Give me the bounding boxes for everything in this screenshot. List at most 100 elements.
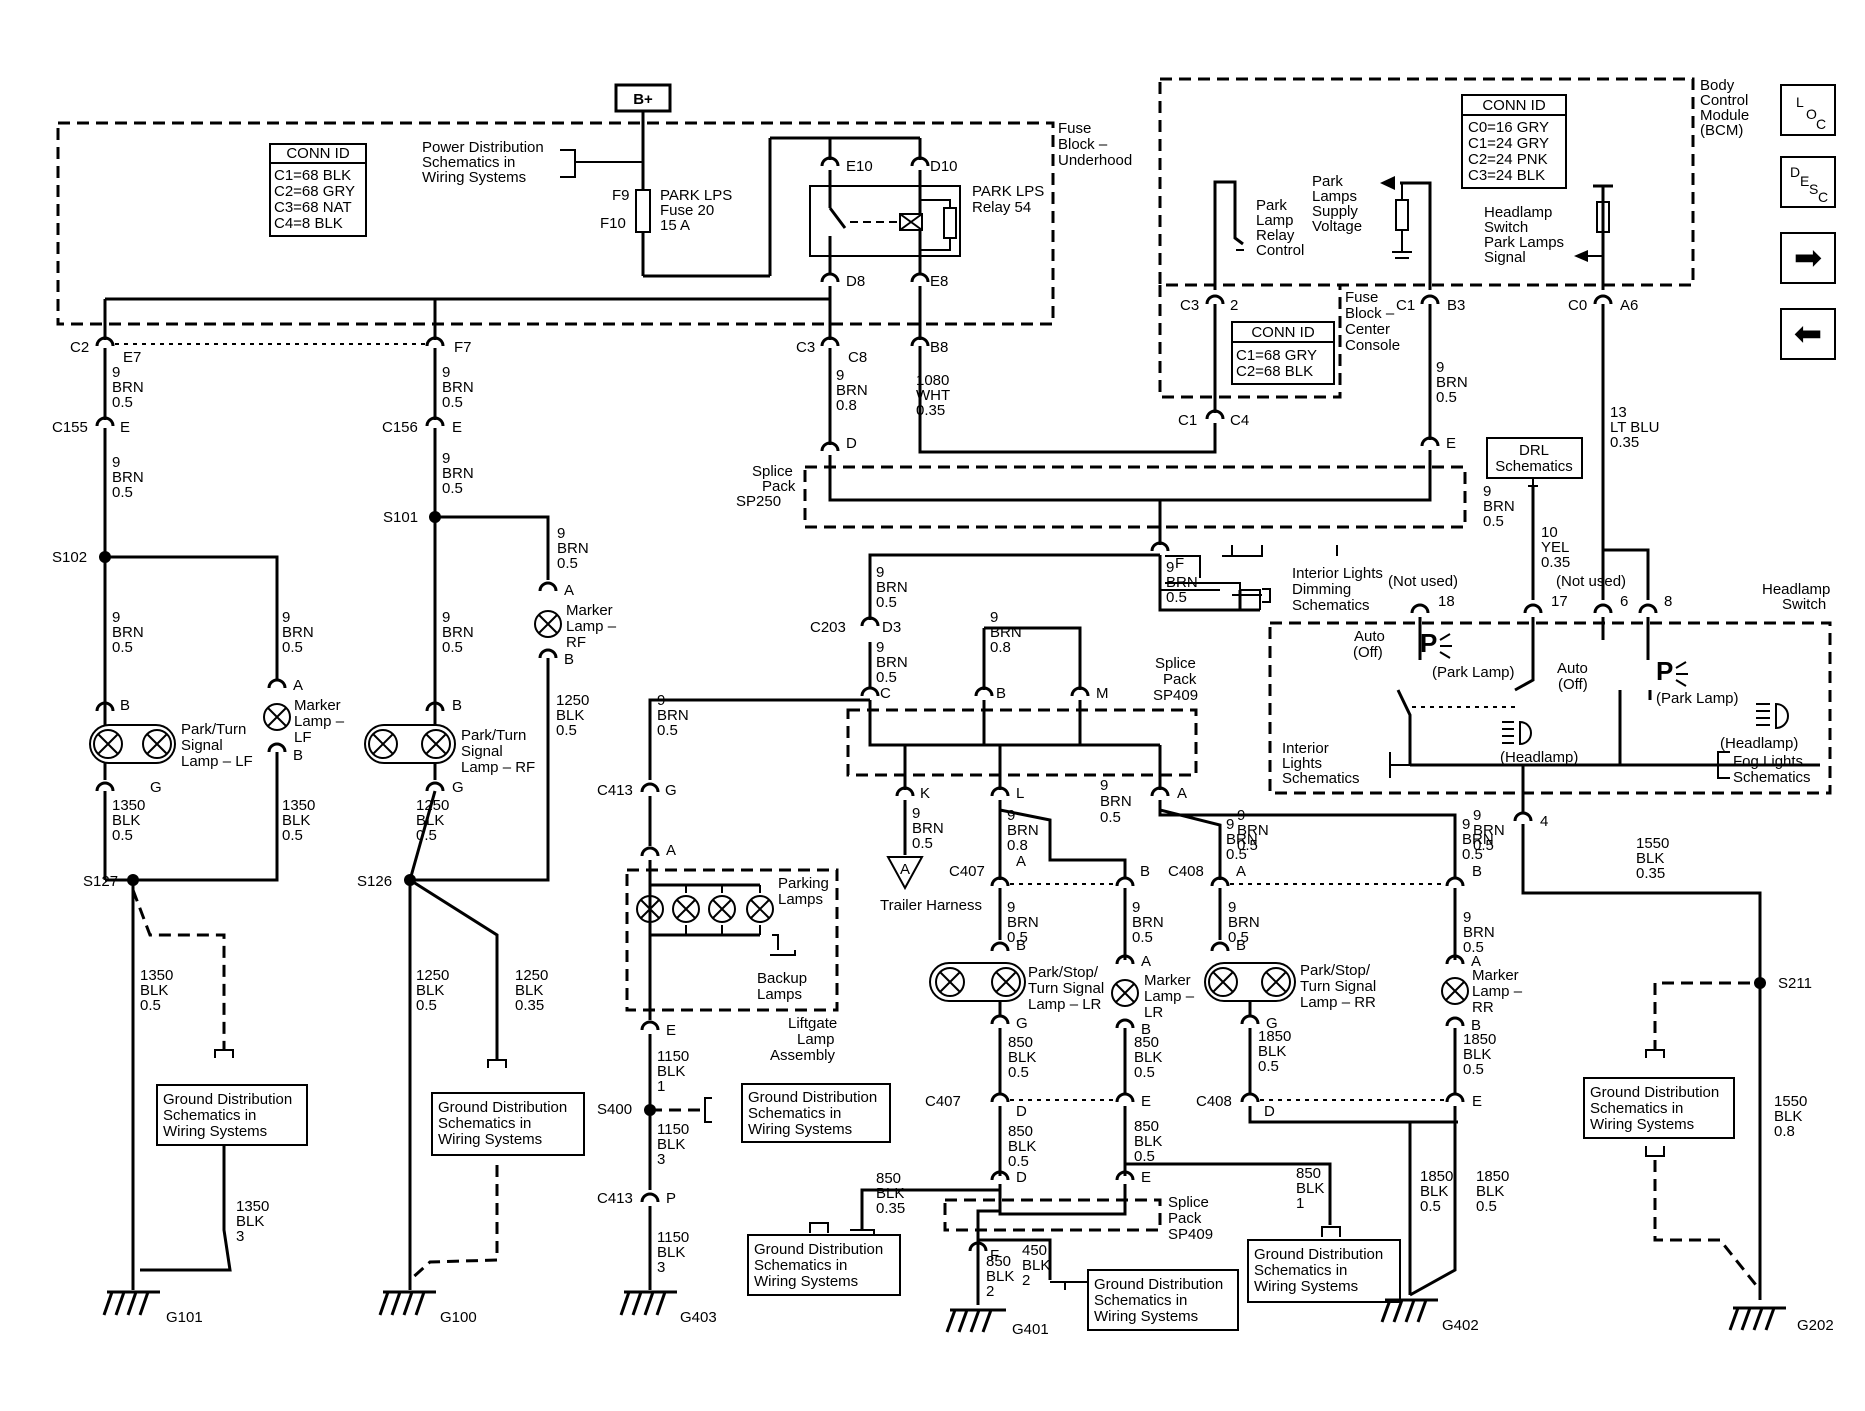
svg-text:Wiring Systems: Wiring Systems	[1254, 1278, 1358, 1295]
svg-text:Wiring Systems: Wiring Systems	[438, 1131, 542, 1148]
svg-text:0.5: 0.5	[112, 484, 133, 501]
splice-pack-sp409-upper	[846, 708, 1198, 777]
wire-label: 1850 BLK 0.5	[1476, 1168, 1509, 1215]
svg-text:1: 1	[657, 1078, 665, 1095]
pin-b-c407: B	[1140, 863, 1150, 880]
pin-a-marker-lf: A	[293, 677, 303, 694]
svg-text:Marker: Marker	[294, 697, 341, 714]
svg-text:BRN: BRN	[1226, 831, 1258, 848]
svg-text:1250: 1250	[416, 967, 449, 984]
desc-button[interactable]: D E S C	[1780, 156, 1836, 208]
pin-b-marker-lf: B	[293, 747, 303, 764]
svg-text:Lamp –: Lamp –	[1144, 988, 1195, 1005]
wire-label: 9 BRN 0.5	[1228, 899, 1260, 946]
svg-text:Marker: Marker	[566, 602, 613, 619]
svg-text:0.5: 0.5	[112, 639, 133, 656]
svg-text:LT BLU: LT BLU	[1610, 419, 1659, 436]
not-used-1: (Not used)	[1388, 573, 1458, 590]
svg-text:850: 850	[1134, 1118, 1159, 1135]
svg-text:Park/Stop/: Park/Stop/	[1028, 964, 1099, 981]
svg-text:G401: G401	[1012, 1321, 1049, 1338]
svg-text:Splice: Splice	[1168, 1194, 1209, 1211]
ground-ref-box: Ground Distribution Schematics in Wiring…	[747, 1222, 901, 1296]
svg-text:9: 9	[876, 564, 884, 581]
svg-text:0.8: 0.8	[990, 639, 1011, 656]
svg-text:1150: 1150	[657, 1229, 689, 1246]
svg-text:Lamp – RR: Lamp – RR	[1300, 994, 1376, 1011]
pin-p-c413: P	[666, 1190, 676, 1207]
svg-text:BLK: BLK	[1008, 1049, 1036, 1066]
previous-page-button[interactable]: ⬅	[1780, 308, 1836, 360]
svg-text:RF: RF	[566, 634, 586, 651]
svg-text:C2=68 GRY: C2=68 GRY	[274, 183, 355, 200]
fuse-pin-f9: F9	[612, 187, 630, 204]
lamp-rf-label: Park/Turn Signal Lamp – RF	[461, 727, 535, 776]
pin-b-marker-lr: B	[1141, 1021, 1151, 1038]
switch-signal-label: Headlamp Switch Park Lamps Signal	[1484, 204, 1564, 266]
pin-b-sp409: B	[996, 685, 1006, 702]
svg-text:Assembly: Assembly	[770, 1047, 836, 1064]
svg-text:9: 9	[1132, 899, 1140, 916]
pin-e-liftgate: E	[666, 1022, 676, 1039]
svg-text:Turn Signal: Turn Signal	[1300, 978, 1376, 995]
svg-text:Lamp –: Lamp –	[1472, 983, 1523, 1000]
pin-c4: C4	[1230, 412, 1249, 429]
svg-text:Power Distribution: Power Distribution	[422, 139, 544, 156]
pin-k-sp409: K	[920, 785, 930, 802]
svg-text:G202: G202	[1797, 1317, 1834, 1334]
ground-symbol-g402: G402	[1380, 1298, 1479, 1334]
underhood-conn-id: CONN ID C1=68 BLK C2=68 GRY C3=68 NAT C4…	[269, 143, 367, 237]
svg-text:Wiring Systems: Wiring Systems	[1094, 1308, 1198, 1325]
svg-text:LF: LF	[294, 729, 312, 746]
svg-text:Underhood: Underhood	[1058, 152, 1132, 169]
conn-c407-upper: C407	[949, 863, 985, 880]
svg-text:0.5: 0.5	[657, 722, 678, 739]
svg-text:9: 9	[1226, 816, 1234, 833]
trailer-pin: A	[900, 861, 910, 878]
svg-text:BRN: BRN	[876, 579, 908, 596]
arrow-left-icon: ⬅	[1793, 314, 1823, 354]
svg-text:Schematics in: Schematics in	[438, 1115, 531, 1132]
pin-g-rr: G	[1266, 1015, 1278, 1032]
conn-c408-upper: C408	[1168, 863, 1204, 880]
svg-text:0.5: 0.5	[1258, 1058, 1279, 1075]
svg-text:Marker: Marker	[1472, 967, 1519, 984]
ground-ref-box: Ground Distribution Schematics in Wiring…	[1247, 1226, 1401, 1303]
conn-c3-bcm: C3	[1180, 297, 1199, 314]
svg-text:Park/Turn: Park/Turn	[181, 721, 246, 738]
svg-text:BLK: BLK	[1476, 1183, 1504, 1200]
parking-lamps-bulbs	[636, 895, 774, 923]
wire-label: 9 BRN 0.5	[1462, 816, 1494, 863]
wire-label: 9 BRN 0.5	[1473, 807, 1505, 854]
svg-text:1350: 1350	[282, 797, 315, 814]
svg-text:0.5: 0.5	[1463, 1061, 1484, 1078]
pin-b-c408: B	[1472, 863, 1482, 880]
svg-text:Pack: Pack	[1163, 671, 1197, 688]
park-stop-turn-lamp-lr	[929, 962, 1026, 1002]
svg-text:0.35: 0.35	[515, 997, 544, 1014]
svg-text:BRN: BRN	[1228, 914, 1260, 931]
conn-c203: C203	[810, 619, 846, 636]
center-console-conn-id: CONN ID C1=68 GRY C2=68 BLK	[1231, 321, 1335, 385]
pin-b-marker-rr: B	[1471, 1017, 1481, 1034]
wire-label: 1350 BLK 3	[236, 1198, 269, 1245]
svg-text:Signal: Signal	[181, 737, 223, 754]
svg-text:Lamp – LR: Lamp – LR	[1028, 996, 1102, 1013]
svg-text:Wiring Systems: Wiring Systems	[1590, 1116, 1694, 1133]
marker-lamp-lr	[1111, 979, 1139, 1007]
pin-c8: C8	[848, 349, 867, 366]
wire-label: 9 BRN 0.5	[912, 805, 944, 852]
svg-text:BLK: BLK	[282, 812, 310, 829]
loc-button[interactable]: L O C	[1780, 84, 1836, 136]
supply-voltage-label: Park Lamps Supply Voltage	[1312, 173, 1362, 235]
svg-text:0.5: 0.5	[112, 827, 133, 844]
next-page-button[interactable]: ➡	[1780, 232, 1836, 284]
ground-symbol-g403: G403	[619, 1290, 717, 1326]
svg-text:0.35: 0.35	[1610, 434, 1639, 451]
svg-text:BLK: BLK	[1134, 1133, 1162, 1150]
wire-label: 850 BLK 0.5	[1134, 1118, 1162, 1165]
svg-text:0.8: 0.8	[1774, 1123, 1795, 1140]
svg-text:BLK: BLK	[1134, 1049, 1162, 1066]
wire-label: 9 BRN 0.8	[836, 367, 868, 414]
